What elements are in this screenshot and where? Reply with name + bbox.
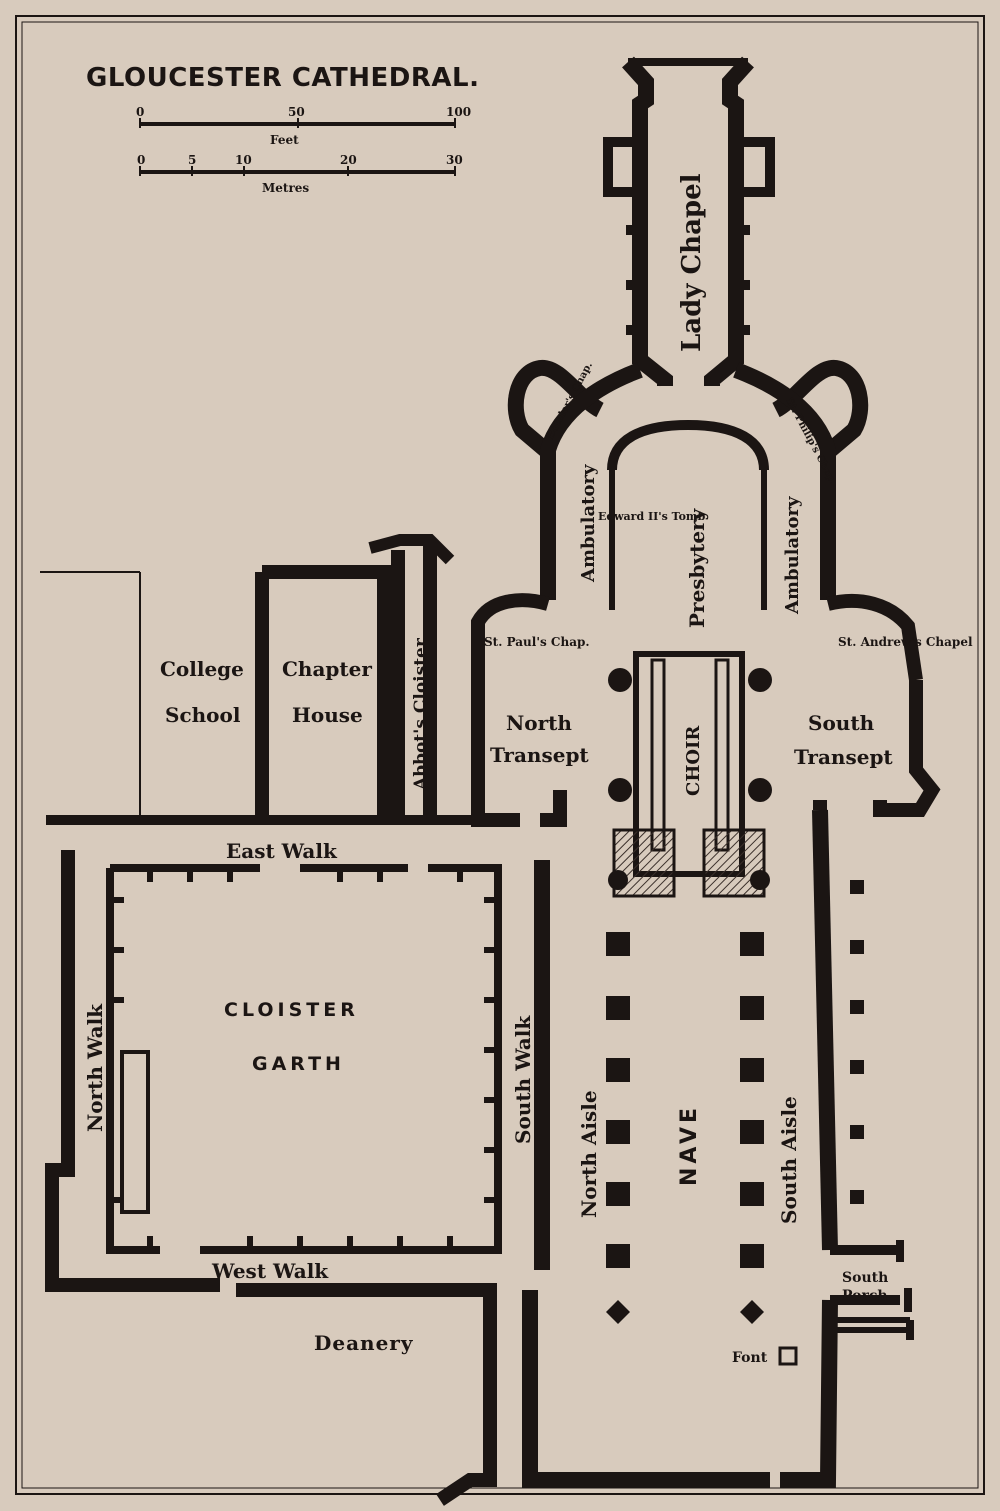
scale-tick-metres-10: 10 [235,153,252,167]
south-transept-walls [813,680,941,817]
lady-chapel-walls [622,56,754,387]
scale-tick-metres-20: 20 [340,153,357,167]
label-font: Font [732,1350,768,1366]
scale-bar-metres: 0 5 10 20 30 Metres [137,153,463,195]
label-north-transept-1: North [506,711,572,735]
label-st-andrew-chapel: St. Andrew's Chapel [838,635,973,649]
label-st-paul-chap: St. Paul's Chap. [484,635,590,649]
choir-block [608,651,772,898]
cloister-bottom-wall [236,1283,497,1506]
garth-buttresses [110,868,498,1250]
label-south-transept-1: South [808,711,875,735]
scale-bar-feet: 0 50 100 Feet [136,105,471,147]
label-ambulatory-south: Ambulatory [782,496,803,615]
nave-piers [606,880,864,1324]
label-deanery: Deanery [314,1331,414,1355]
label-cloister: CLOISTER [224,999,359,1021]
scale-tick-feet-100: 100 [446,105,471,119]
label-north-aisle: North Aisle [577,1090,601,1218]
label-abbots-cloister: Abbot's Cloister [411,637,431,791]
scale-tick-metres-0: 0 [137,153,145,167]
label-south-walk: South Walk [511,1015,535,1144]
scale-tick-feet-0: 0 [136,105,144,119]
st-paul-chapel-walls [471,593,550,680]
label-house: House [292,703,363,727]
label-south-porch-1: South [842,1270,888,1286]
scale-tick-metres-30: 30 [446,153,463,167]
label-ambulatory-north: Ambulatory [578,464,599,583]
map-border [15,15,985,1495]
abbots-cloister-walls [391,545,437,818]
scale-tick-feet-50: 50 [288,105,305,119]
nave-south-wall [812,809,838,1251]
scale-tick-metres-5: 5 [188,153,196,167]
label-edward-tomb: Edward II's Tomb [598,510,706,523]
plan-walls [40,56,941,1506]
st-andrew-chapel-walls [826,594,923,682]
scale-unit-metres: Metres [262,181,309,195]
ambulatory-outer-walls [540,362,836,600]
scale-unit-feet: Feet [270,133,299,147]
map-title: GLOUCESTER CATHEDRAL. [86,63,479,93]
chapter-house-walls [255,565,391,818]
label-lady-chapel: Lady Chapel [677,173,707,352]
label-college: College [160,657,244,681]
label-south-transept-2: Transept [794,745,893,769]
cloister-garth-walls [106,864,502,1254]
carrels [120,1050,150,1214]
west-front-wall [522,1290,770,1488]
label-choir: CHOIR [683,725,704,796]
label-north-walk: North Walk [83,1003,107,1132]
label-chapter: Chapter [282,657,372,681]
label-west-walk: West Walk [211,1259,329,1283]
label-east-walk: East Walk [226,839,338,863]
south-porch-walls [830,1245,900,1305]
label-south-aisle: South Aisle [777,1096,801,1224]
map-inner-border [21,21,979,1489]
label-school: School [165,703,241,727]
label-south-porch-2: Porch [842,1288,888,1304]
cloister-west-wall [45,850,220,1292]
label-garth: GARTH [252,1053,345,1075]
label-nave: NAVE [677,1104,702,1186]
label-north-transept-2: Transept [490,743,589,767]
font-symbol [778,1346,798,1366]
label-presbytery: Presbytery [685,507,709,628]
